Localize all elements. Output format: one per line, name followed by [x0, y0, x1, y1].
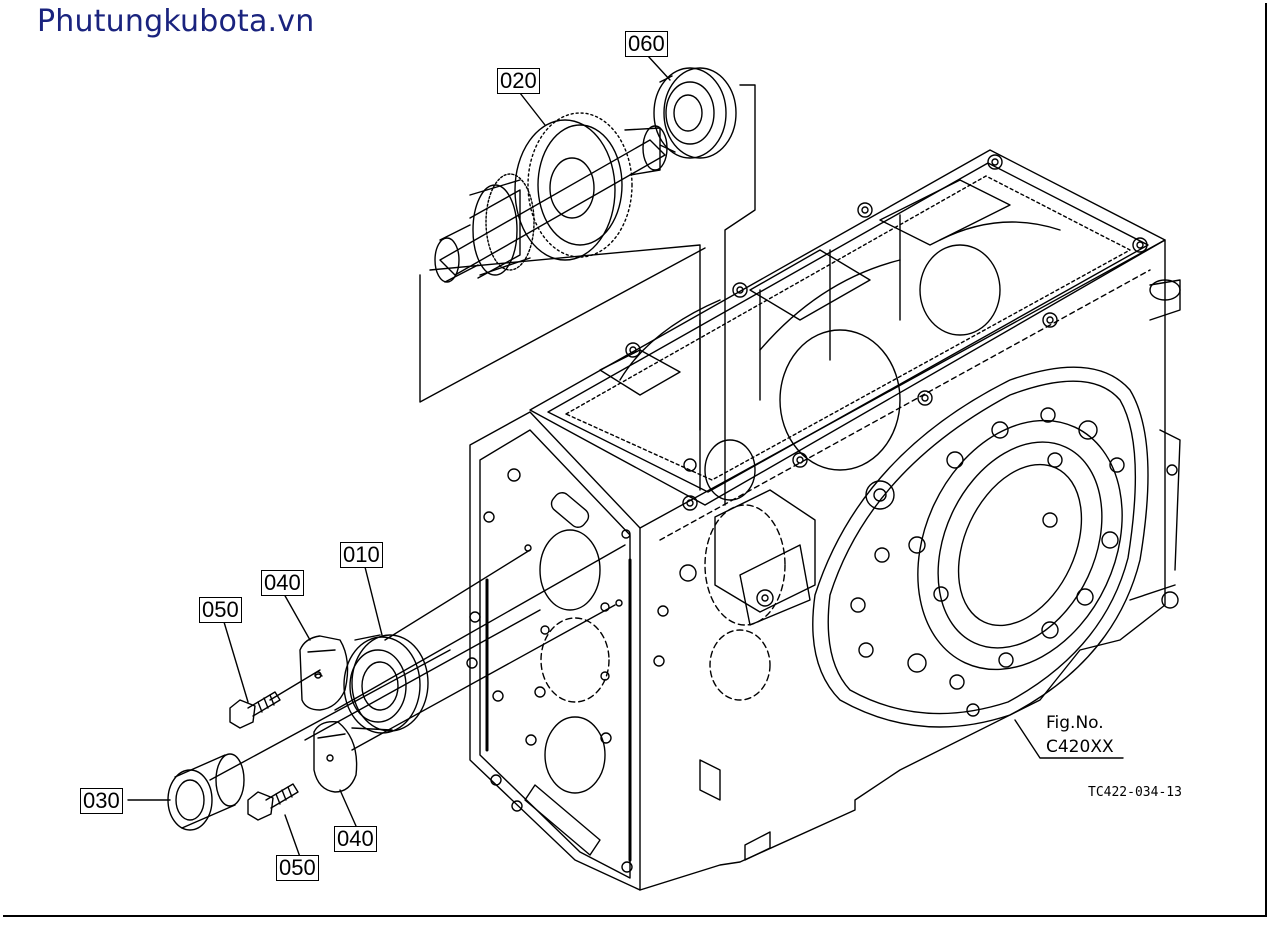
figure-number-block: Fig.No. C420XX	[1046, 711, 1114, 759]
figure-number-value: C420XX	[1046, 737, 1114, 757]
part-060-bearing	[653, 67, 737, 159]
callout-060[interactable]: 060	[625, 31, 668, 57]
part-010-bearing	[343, 634, 429, 734]
callout-leader-lines	[127, 55, 1124, 858]
part-050-bolt-lower	[247, 783, 299, 821]
assembly-guide-lines	[209, 84, 756, 781]
brand-watermark: Phutungkubota.vn	[37, 4, 315, 39]
figure-number-label: Fig.No.	[1046, 713, 1104, 733]
transmission-case	[466, 149, 1181, 891]
diagram-frame	[3, 3, 1267, 917]
part-050-bolt-upper	[229, 691, 281, 729]
callout-030[interactable]: 030	[80, 788, 123, 814]
callout-010[interactable]: 010	[340, 542, 383, 568]
part-030-collar	[167, 753, 245, 831]
callout-040-lower[interactable]: 040	[334, 826, 377, 852]
callout-020[interactable]: 020	[497, 68, 540, 94]
figure-reference-code: TC422-034-13	[1088, 785, 1182, 800]
callout-050-upper[interactable]: 050	[199, 597, 242, 623]
part-020-gear-shaft	[434, 112, 668, 283]
part-040-lock-plate-lower	[313, 721, 358, 793]
callout-050-lower[interactable]: 050	[276, 855, 319, 881]
callout-040-upper[interactable]: 040	[261, 570, 304, 596]
part-040-lock-plate-upper	[299, 635, 349, 711]
